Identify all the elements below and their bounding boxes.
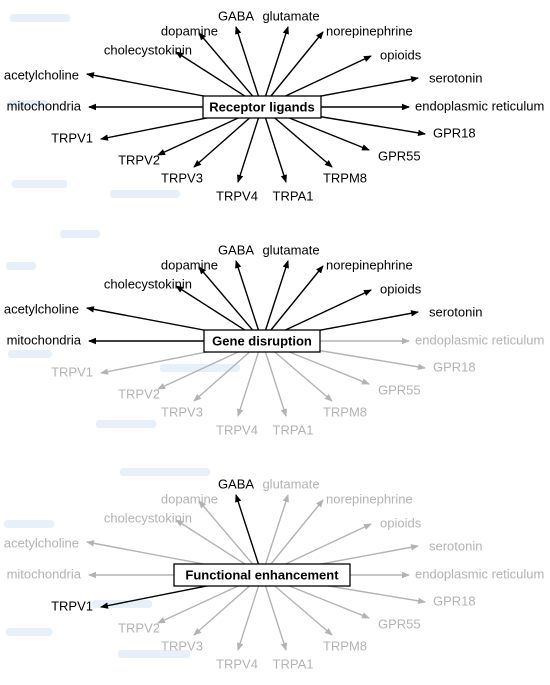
target-label-endoplasmic-reticulum: endoplasmic reticulum xyxy=(415,566,544,581)
target-label-glutamate: glutamate xyxy=(262,8,319,23)
arrow-norepinephrine xyxy=(261,265,324,342)
target-label-gpr55: GPR55 xyxy=(378,382,421,397)
target-label-trpv1: TRPV1 xyxy=(51,598,93,613)
watermark-smudge xyxy=(160,364,240,372)
watermark-smudge xyxy=(8,100,48,108)
hub-box xyxy=(203,329,321,353)
target-label-norepinephrine: norepinephrine xyxy=(326,257,413,272)
watermark-smudge xyxy=(96,420,156,428)
target-label-serotonin: serotonin xyxy=(429,538,482,553)
watermark-smudge xyxy=(6,628,52,636)
watermark-smudge xyxy=(6,262,36,270)
hub-label: Functional enhancement xyxy=(185,567,339,582)
target-label-gaba: GABA xyxy=(218,8,254,23)
target-label-trpv1: TRPV1 xyxy=(51,130,93,145)
target-label-norepinephrine: norepinephrine xyxy=(326,23,413,38)
target-label-trpm8: TRPM8 xyxy=(323,638,367,653)
watermark-smudge xyxy=(118,650,190,658)
target-label-opioids: opioids xyxy=(380,47,422,62)
target-label-glutamate: glutamate xyxy=(262,476,319,491)
target-label-trpm8: TRPM8 xyxy=(323,404,367,419)
target-label-endoplasmic-reticulum: endoplasmic reticulum xyxy=(415,98,544,113)
watermark-smudge xyxy=(120,468,210,476)
target-label-trpv2: TRPV2 xyxy=(118,620,160,635)
arrow-trpa1 xyxy=(261,574,287,651)
target-label-gpr18: GPR18 xyxy=(433,593,476,608)
target-label-gpr55: GPR55 xyxy=(378,148,421,163)
hub-label: Receptor ligands xyxy=(209,99,314,114)
arrow-norepinephrine xyxy=(261,31,324,108)
target-label-serotonin: serotonin xyxy=(429,304,482,319)
background-watermark-text xyxy=(4,14,240,658)
target-label-gpr18: GPR18 xyxy=(433,125,476,140)
arrow-glutamate xyxy=(261,260,289,342)
target-label-endoplasmic-reticulum: endoplasmic reticulum xyxy=(415,332,544,347)
watermark-smudge xyxy=(4,520,54,528)
target-label-acetylcholine: acetylcholine xyxy=(4,67,79,82)
arrow-dopamine xyxy=(198,32,263,108)
arrow-gaba xyxy=(235,26,263,108)
target-label-gaba: GABA xyxy=(218,476,254,491)
target-label-gpr18: GPR18 xyxy=(433,359,476,374)
watermark-smudge xyxy=(110,190,180,198)
watermark-smudge xyxy=(60,230,100,238)
target-label-mitochondria: mitochondria xyxy=(7,332,82,347)
target-label-glutamate: glutamate xyxy=(262,242,319,257)
target-label-dopamine: dopamine xyxy=(161,257,218,272)
hub-box xyxy=(173,563,351,587)
target-label-trpv4: TRPV4 xyxy=(216,188,258,203)
target-label-acetylcholine: acetylcholine xyxy=(4,535,79,550)
arrow-trpa1 xyxy=(261,106,287,183)
arrow-trpa1 xyxy=(261,340,287,417)
target-label-gpr55: GPR55 xyxy=(378,616,421,631)
target-label-trpa1: TRPA1 xyxy=(273,188,314,203)
hub-label: Gene disruption xyxy=(212,333,312,348)
target-label-acetylcholine: acetylcholine xyxy=(4,301,79,316)
target-label-trpv3: TRPV3 xyxy=(161,638,203,653)
arrow-dopamine xyxy=(198,500,263,576)
target-label-trpa1: TRPA1 xyxy=(273,422,314,437)
target-label-opioids: opioids xyxy=(380,515,422,530)
arrow-gaba xyxy=(235,260,263,342)
watermark-smudge xyxy=(10,14,70,22)
target-label-trpv1: TRPV1 xyxy=(51,364,93,379)
target-label-mitochondria: mitochondria xyxy=(7,566,82,581)
watermark-smudge xyxy=(12,180,67,188)
arrow-gaba xyxy=(235,494,263,576)
target-label-cholecystokinin: cholecystokinin xyxy=(104,510,192,525)
target-label-trpm8: TRPM8 xyxy=(323,170,367,185)
target-label-gaba: GABA xyxy=(218,242,254,257)
target-label-serotonin: serotonin xyxy=(429,70,482,85)
arrow-trpv4 xyxy=(237,106,263,183)
arrow-glutamate xyxy=(261,26,289,108)
target-label-cholecystokinin: cholecystokinin xyxy=(104,42,192,57)
target-label-trpv2: TRPV2 xyxy=(118,152,160,167)
arrow-glutamate xyxy=(261,494,289,576)
target-label-trpv2: TRPV2 xyxy=(118,386,160,401)
arrow-trpv4 xyxy=(237,574,263,651)
hub-box xyxy=(202,95,322,119)
arrow-trpv4 xyxy=(237,340,263,417)
target-label-trpv4: TRPV4 xyxy=(216,422,258,437)
target-label-trpa1: TRPA1 xyxy=(273,656,314,671)
target-label-dopamine: dopamine xyxy=(161,23,218,38)
target-label-mitochondria: mitochondria xyxy=(7,98,82,113)
arrow-dopamine xyxy=(198,266,263,342)
target-label-trpv3: TRPV3 xyxy=(161,170,203,185)
target-label-trpv4: TRPV4 xyxy=(216,656,258,671)
target-label-norepinephrine: norepinephrine xyxy=(326,491,413,506)
target-label-trpv3: TRPV3 xyxy=(161,404,203,419)
target-label-dopamine: dopamine xyxy=(161,491,218,506)
watermark-smudge xyxy=(8,350,52,358)
target-label-cholecystokinin: cholecystokinin xyxy=(104,276,192,291)
arrow-norepinephrine xyxy=(261,499,324,576)
target-label-opioids: opioids xyxy=(380,281,422,296)
